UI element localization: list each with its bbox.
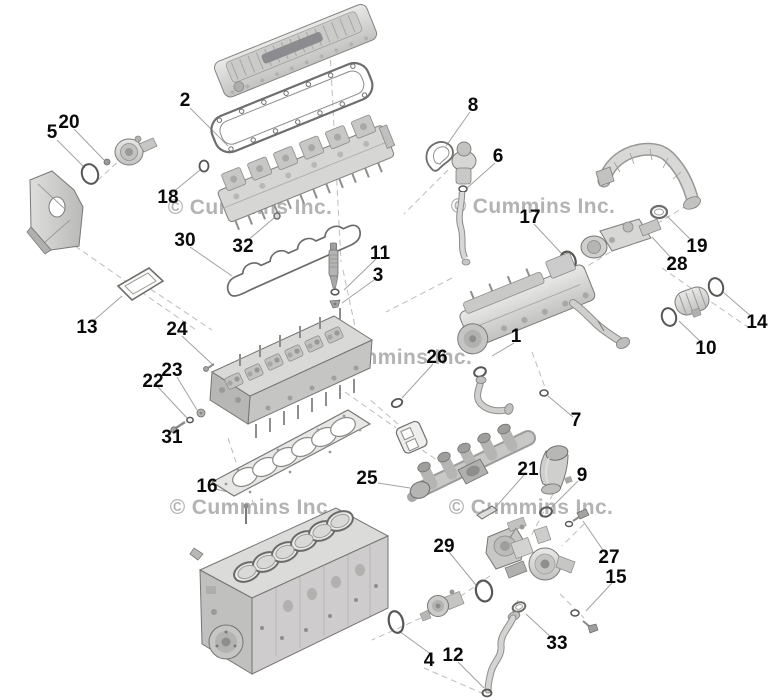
watermark: © Cummins Inc. — [169, 496, 335, 519]
callout-25: 25 — [356, 468, 378, 489]
bolt-27 — [564, 508, 590, 528]
o-ring-10 — [660, 307, 678, 327]
callout-14: 14 — [746, 312, 768, 333]
callout-24: 24 — [166, 319, 188, 340]
gasket-33 — [511, 601, 527, 613]
callout-4: 4 — [423, 650, 435, 671]
callout-16: 16 — [196, 476, 218, 497]
callout-15: 15 — [605, 567, 627, 588]
callout-7: 7 — [570, 410, 582, 431]
valve-cover — [214, 3, 378, 98]
callout-29: 29 — [433, 536, 455, 557]
head-fasteners — [170, 363, 215, 434]
callout-13: 13 — [76, 317, 98, 338]
oil-drain-tube — [481, 611, 521, 698]
callout-23: 23 — [161, 360, 183, 381]
cylinder-head — [209, 308, 374, 438]
o-ring-5 — [80, 163, 100, 185]
callout-8: 8 — [467, 95, 479, 116]
o-ring-18 — [198, 159, 210, 173]
o-ring-14 — [707, 277, 725, 297]
cylinder-bores — [233, 510, 354, 583]
exhaust-gasket — [395, 420, 428, 454]
o-ring-4 — [387, 610, 405, 634]
water-transfer-tube — [474, 376, 514, 415]
callout-19: 19 — [686, 236, 708, 257]
bolt-15 — [570, 609, 599, 634]
hose-coupling — [674, 286, 710, 318]
fuel-injector — [328, 242, 341, 309]
intake-manifold — [457, 252, 631, 355]
callout-1: 1 — [510, 326, 522, 347]
bolt-20 — [103, 158, 111, 166]
air-elbow — [539, 445, 573, 495]
engine-block — [189, 503, 390, 675]
rocker-gasket — [226, 224, 361, 297]
breather-valve-6 — [451, 141, 477, 266]
callout-21: 21 — [517, 459, 539, 480]
callout-32: 32 — [232, 236, 254, 257]
callout-9: 9 — [576, 465, 588, 486]
callout-6: 6 — [492, 146, 504, 167]
callout-17: 17 — [519, 207, 541, 228]
callout-27: 27 — [598, 547, 620, 568]
gasket-13 — [116, 267, 165, 302]
callout-18: 18 — [157, 187, 179, 208]
callout-28: 28 — [666, 254, 688, 275]
exhaust-manifold — [407, 423, 536, 502]
seal-32 — [273, 212, 281, 220]
watermark: © Cummins Inc. — [450, 195, 616, 218]
oval-seal — [390, 397, 404, 409]
callout-22: 22 — [142, 371, 164, 392]
callout-2: 2 — [179, 90, 191, 111]
callout-20: 20 — [58, 112, 80, 133]
valve-cover-gasket — [210, 61, 374, 154]
callout-3: 3 — [372, 265, 384, 286]
rocker-housing — [217, 114, 396, 231]
breather-gasket-8 — [425, 141, 454, 172]
callout-11: 11 — [369, 243, 391, 264]
callout-10: 10 — [695, 338, 717, 359]
egr-valve — [580, 218, 662, 259]
turbocharger — [485, 516, 576, 581]
seal-ring-19 — [649, 204, 669, 220]
callout-30: 30 — [174, 230, 196, 251]
support-bracket — [26, 170, 84, 255]
v-band-seal-21 — [476, 505, 498, 520]
o-ring-9 — [539, 506, 553, 518]
turbo-actuator — [419, 589, 465, 622]
washer-7 — [539, 389, 549, 397]
callout-33: 33 — [546, 633, 568, 654]
o-ring-29 — [474, 579, 494, 603]
callout-31: 31 — [161, 427, 183, 448]
callout-26: 26 — [426, 347, 448, 368]
mount-assembly-20 — [114, 135, 158, 166]
head-gasket — [210, 409, 372, 497]
callout-5: 5 — [46, 122, 58, 143]
crossover-tube — [595, 142, 701, 210]
callout-12: 12 — [442, 645, 464, 666]
